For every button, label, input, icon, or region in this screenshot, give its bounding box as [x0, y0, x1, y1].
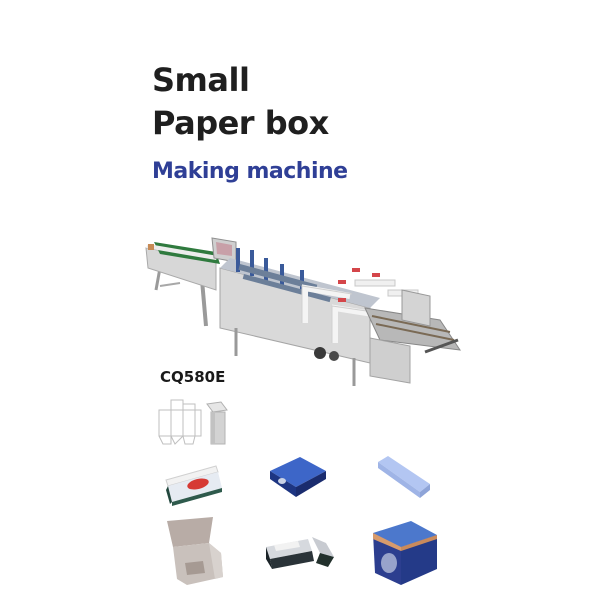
- product-printed-cube-box: [373, 521, 437, 585]
- model-label: CQ580E: [160, 368, 226, 386]
- page-subtitle: Making machine: [152, 159, 348, 184]
- product-tissue-box: [165, 465, 222, 506]
- product-light-blue-box: [378, 456, 430, 498]
- product-kraft-open-box: [167, 517, 223, 585]
- machine-image: [145, 237, 462, 386]
- page-title-line-1: Small: [152, 61, 250, 99]
- product-dark-tuck-box: [266, 537, 334, 569]
- product-blue-square-box: [270, 457, 326, 497]
- box-dieline-icon: [158, 399, 228, 445]
- page-title-line-2: Paper box: [152, 104, 329, 142]
